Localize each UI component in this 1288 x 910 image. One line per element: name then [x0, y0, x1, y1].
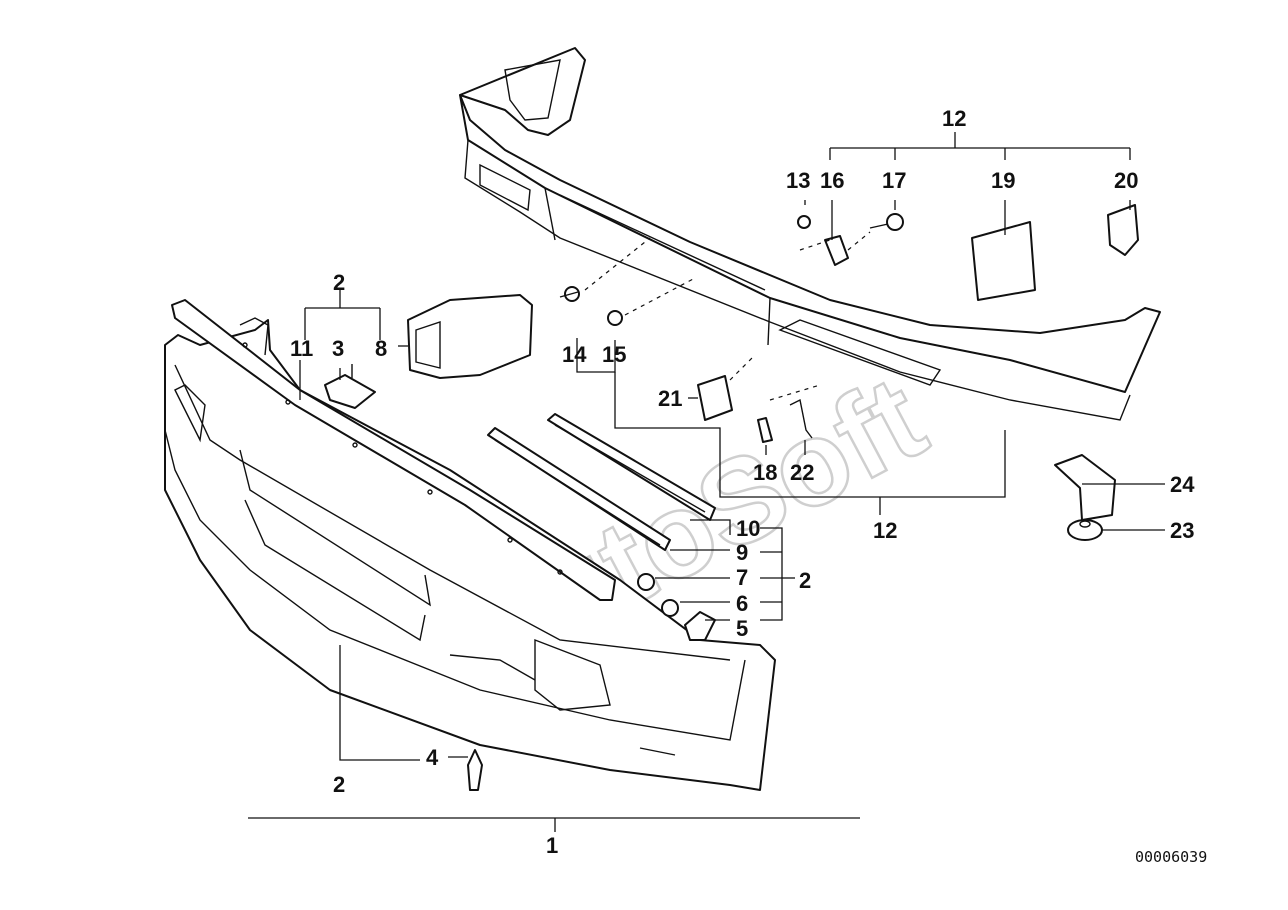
callout-10: 10: [736, 516, 760, 541]
callout-20: 20: [1114, 168, 1138, 193]
callout-17: 17: [882, 168, 906, 193]
callout-14: 14: [562, 342, 587, 367]
callout-2-bottom: 2: [333, 772, 345, 797]
callout-15: 15: [602, 342, 626, 367]
callout-18: 18: [753, 460, 777, 485]
callout-13: 13: [786, 168, 810, 193]
callout-22: 22: [790, 460, 814, 485]
callout-labels: 1 2 2 2 3 4 5 6 7 8 9 10 11 12 12 13 14 …: [290, 106, 1207, 866]
upper-bumper: [459, 47, 1161, 421]
callout-2-right: 2: [799, 568, 811, 593]
callout-3: 3: [332, 336, 344, 361]
part-9-10-grilles: [487, 413, 716, 551]
part-3-bracket: [324, 364, 376, 409]
callout-11: 11: [290, 336, 313, 361]
callout-16: 16: [820, 168, 844, 193]
callout-12-top: 12: [942, 106, 966, 131]
callout-5: 5: [736, 616, 748, 641]
callout-19: 19: [991, 168, 1015, 193]
callout-4: 4: [426, 745, 439, 770]
callout-1: 1: [546, 833, 558, 858]
callout-23: 23: [1170, 518, 1194, 543]
callout-12-bottom: 12: [873, 518, 897, 543]
installation-lines: [584, 231, 871, 401]
callout-21: 21: [658, 386, 682, 411]
callout-6: 6: [736, 591, 748, 616]
callout-2-top: 2: [333, 270, 345, 295]
diagram-reference-number: 00006039: [1135, 848, 1207, 866]
leader-lines: [248, 132, 1165, 832]
part-11-strip: [171, 299, 616, 601]
callout-9: 9: [736, 540, 748, 565]
callout-8: 8: [375, 336, 387, 361]
callout-24: 24: [1170, 472, 1195, 497]
front-bumper: [164, 319, 776, 791]
part-8-air-duct: [407, 294, 533, 379]
small-fasteners: [467, 204, 1139, 791]
callout-7: 7: [736, 565, 748, 590]
